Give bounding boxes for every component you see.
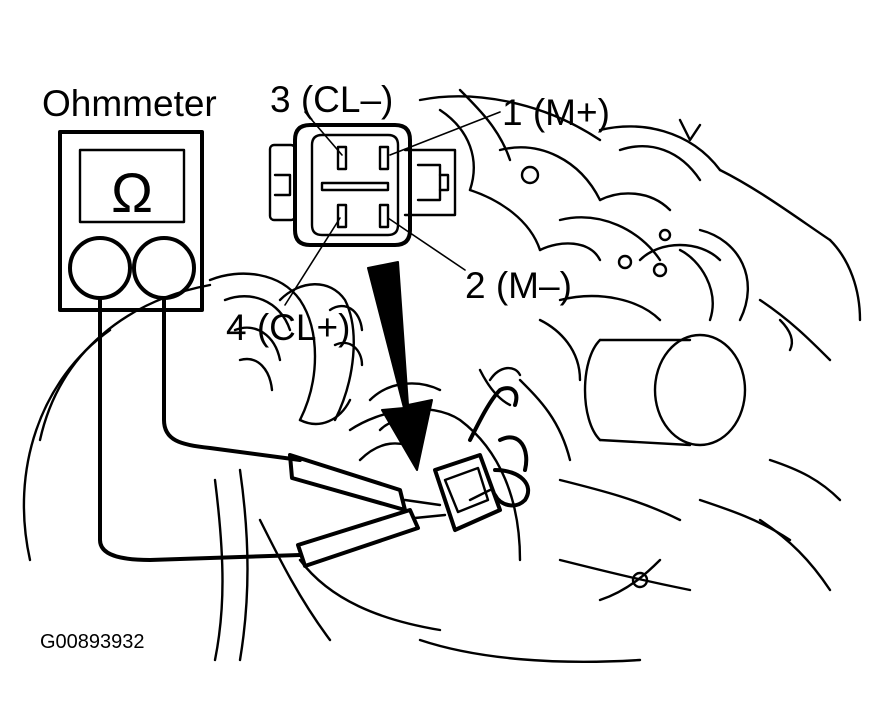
ohmmeter [58,130,204,312]
pointer-arrow [367,261,433,471]
ohmmeter-display [78,148,186,224]
ohmmeter-body [58,130,204,312]
test-leads [98,296,447,568]
terminal-3-label: 3 (CL–) [270,79,393,120]
terminal-2-label: 2 (M–) [465,265,572,306]
connector-closeup [268,123,457,247]
ohmmeter-terminal-left [68,236,132,300]
figure-code: G00893932 [40,631,145,653]
ohmmeter-terminal-right [132,236,196,300]
terminal-leader-lines [284,111,501,306]
terminal-4-label: 4 (CL+) [226,307,350,348]
ohmmeter-title: Ohmmeter [42,83,217,124]
terminal-1-label: 1 (M+) [502,92,610,133]
ohm-symbol: Ω [111,161,153,224]
harness-connector [433,386,531,532]
